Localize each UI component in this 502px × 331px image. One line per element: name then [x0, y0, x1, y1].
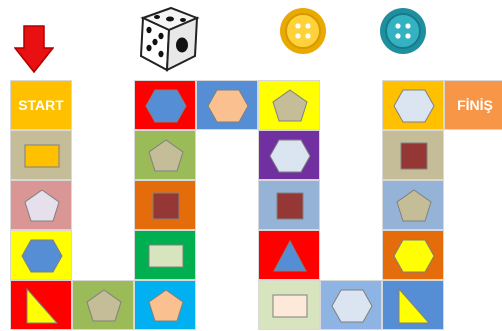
cell-col3-row2[interactable] — [134, 130, 196, 180]
down-arrow-icon — [14, 24, 54, 74]
hexagon-icon — [270, 140, 310, 172]
rect-icon — [25, 145, 59, 167]
cell-col1-row3[interactable] — [10, 180, 72, 230]
square-icon — [401, 143, 427, 169]
triangle-icon — [274, 241, 306, 271]
square-icon — [277, 193, 303, 219]
cell-shape — [383, 81, 445, 131]
cell-col5-row3[interactable] — [258, 180, 320, 230]
pentagon-icon — [149, 290, 183, 321]
yellow-button-icon[interactable] — [278, 6, 328, 56]
cell-shape — [197, 81, 259, 131]
cell-shape — [383, 281, 445, 331]
cell-col3-row3[interactable] — [134, 180, 196, 230]
cell-shape — [11, 131, 73, 181]
pentagon-icon — [397, 190, 431, 221]
pentagon-icon — [273, 90, 307, 121]
rect-icon — [273, 295, 307, 317]
start-label: START — [18, 97, 64, 113]
hexagon-icon — [332, 290, 372, 322]
cell-col5-row2[interactable] — [258, 130, 320, 180]
cell-shape — [11, 181, 73, 231]
cell-col7-row1[interactable] — [382, 80, 444, 130]
finish-cell[interactable]: FİNİŞ — [444, 80, 502, 130]
cell-col3-row1[interactable] — [134, 80, 196, 130]
cell-shape — [383, 181, 445, 231]
dice-icon[interactable] — [135, 4, 203, 74]
finish-label: FİNİŞ — [457, 97, 493, 113]
cell-col3-row4[interactable] — [134, 230, 196, 280]
cell-shape — [259, 131, 321, 181]
cell-shape — [259, 281, 321, 331]
start-cell[interactable]: START — [10, 80, 72, 130]
cell-shape — [11, 281, 73, 331]
cell-shape — [259, 231, 321, 281]
cell-shape — [259, 181, 321, 231]
cell-col5-row4[interactable] — [258, 230, 320, 280]
hexagon-icon — [22, 240, 62, 272]
triangle-icon — [399, 289, 429, 323]
cell-col1-row4[interactable] — [10, 230, 72, 280]
cell-col4-row1[interactable] — [196, 80, 258, 130]
pentagon-icon — [25, 190, 59, 221]
hexagon-icon — [146, 90, 186, 122]
hexagon-icon — [208, 90, 248, 122]
cell-shape — [135, 181, 197, 231]
cell-shape — [135, 131, 197, 181]
cell-col7-row5[interactable] — [382, 280, 444, 330]
cell-shape — [383, 131, 445, 181]
cell-col3-row5[interactable] — [134, 280, 196, 330]
cell-col5-row1[interactable] — [258, 80, 320, 130]
cell-shape — [135, 231, 197, 281]
triangle-icon — [27, 289, 57, 323]
cell-col7-row2[interactable] — [382, 130, 444, 180]
teal-button-icon[interactable] — [378, 6, 428, 56]
cell-col1-row5[interactable] — [10, 280, 72, 330]
pentagon-icon — [87, 290, 121, 321]
cell-col5-row5[interactable] — [258, 280, 320, 330]
cell-shape — [259, 81, 321, 131]
rect-icon — [149, 245, 183, 267]
cell-col1-row2[interactable] — [10, 130, 72, 180]
pentagon-icon — [149, 140, 183, 171]
cell-shape — [321, 281, 383, 331]
cell-col6-row5[interactable] — [320, 280, 382, 330]
cell-shape — [11, 231, 73, 281]
cell-shape — [73, 281, 135, 331]
cell-shape — [135, 281, 197, 331]
cell-col7-row3[interactable] — [382, 180, 444, 230]
cell-shape — [383, 231, 445, 281]
hexagon-icon — [394, 240, 434, 272]
hexagon-icon — [394, 90, 434, 122]
square-icon — [153, 193, 179, 219]
cell-shape — [135, 81, 197, 131]
cell-col2-row5[interactable] — [72, 280, 134, 330]
cell-col7-row4[interactable] — [382, 230, 444, 280]
